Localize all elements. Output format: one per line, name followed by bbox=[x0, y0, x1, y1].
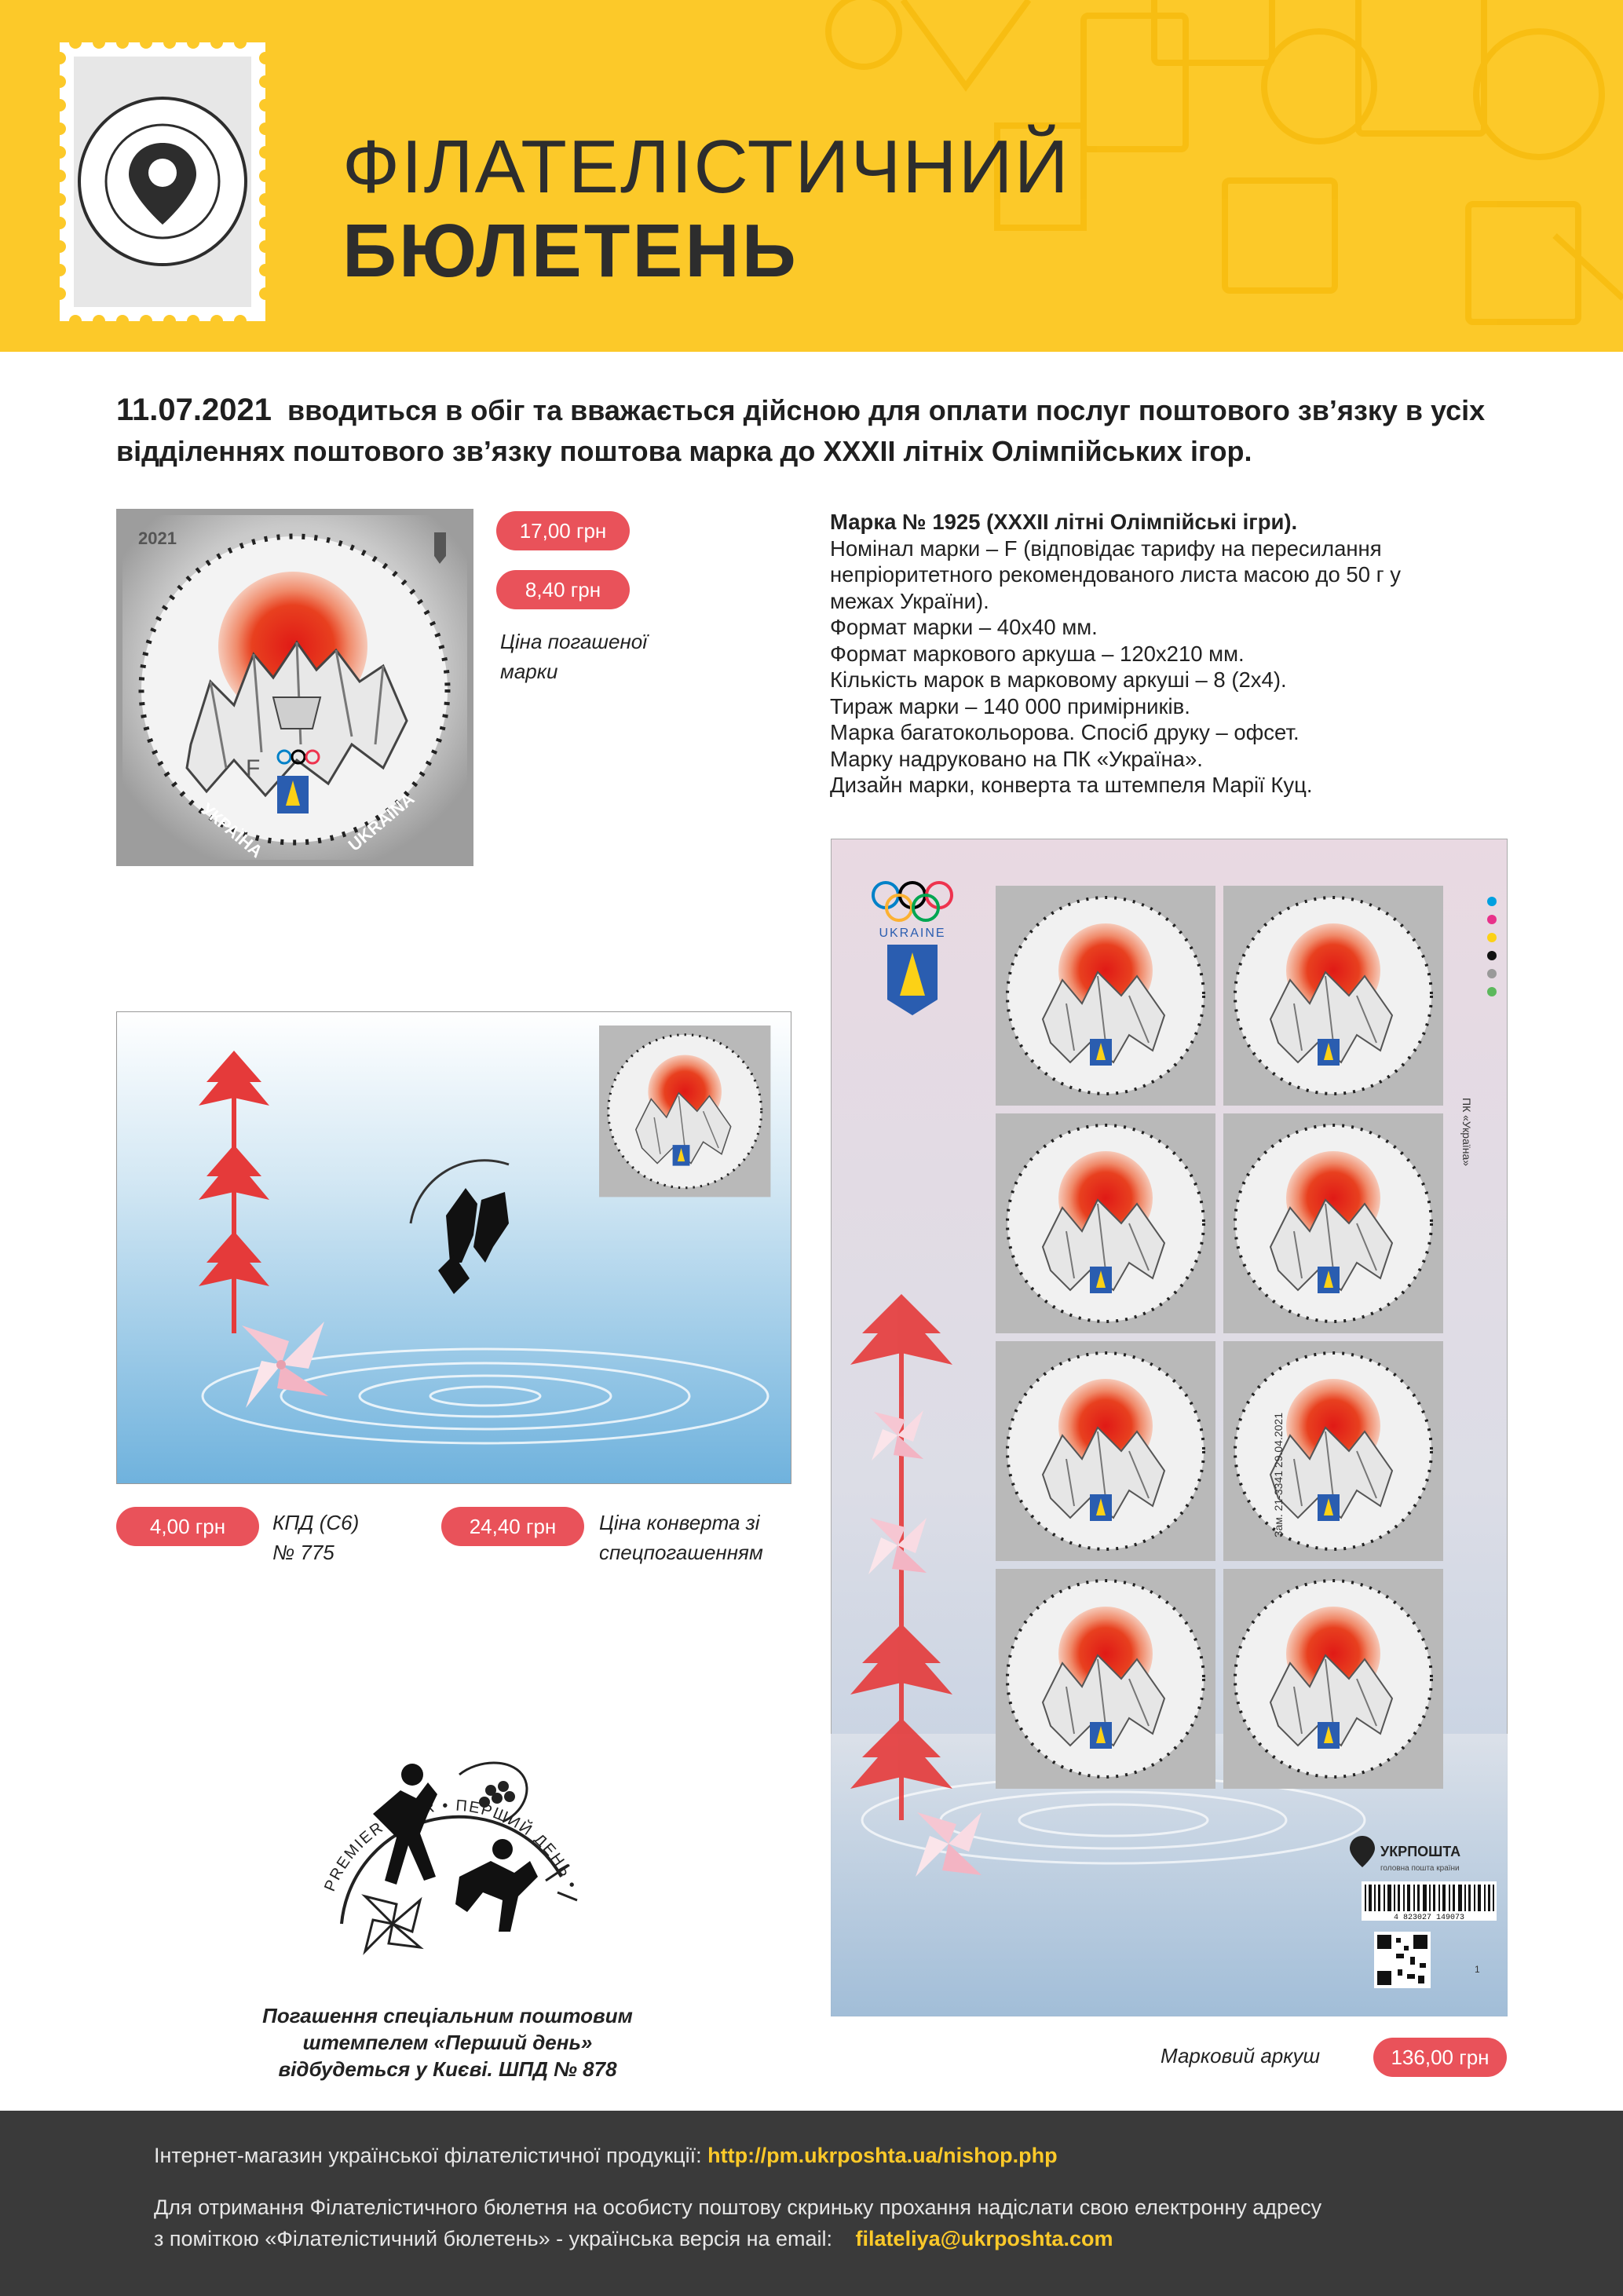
envelope-label-line1: КПД (С6) bbox=[272, 1511, 360, 1534]
sheet-side-text: ПК «Україна» bbox=[1460, 1098, 1473, 1166]
envelope-cancel-label-line1: Ціна конверта зі bbox=[599, 1511, 760, 1534]
first-day-envelope bbox=[116, 1011, 791, 1484]
sheet-brand: УКРПОШТА bbox=[1380, 1844, 1460, 1859]
cancelled-stamp-price-label: Ціна погашеної марки bbox=[500, 630, 648, 683]
footer bbox=[0, 2111, 1623, 2296]
footer-shop-line: Інтернет-магазин української філателісти… bbox=[154, 2144, 1058, 2168]
sheet-ukraine-label: UKRAINE bbox=[879, 927, 945, 940]
description-line: Марку надруковано на ПК «Україна». bbox=[830, 746, 1203, 771]
envelope-label-line2: № 775 bbox=[272, 1541, 334, 1564]
cancellation-caption-line3: відбудеться у Києві. ШПД № 878 bbox=[278, 2057, 617, 2081]
envelope-label: КПД (С6) № 775 bbox=[272, 1508, 430, 1567]
intro-text: вводиться в обіг та вважається дійсною д… bbox=[116, 394, 1486, 467]
footer-shop-label: Інтернет-магазин української філателісти… bbox=[154, 2144, 702, 2167]
description-line: Марка багатокольорова. Спосіб друку – оф… bbox=[830, 720, 1299, 744]
intro-announcement: 11.07.2021 вводиться в обіг та вважаєтьс… bbox=[116, 389, 1530, 472]
footer-subscribe-text: з поміткою «Філателістичний бюлетень» - … bbox=[154, 2227, 833, 2250]
stamp-year: 2021 bbox=[138, 528, 177, 548]
envelope-cancel-price-badge: 24,40 грн bbox=[441, 1507, 584, 1546]
description-line: Дизайн марки, конверта та штемпеля Марії… bbox=[830, 773, 1313, 797]
sheet-order-text: Зам. 21-3341 29.04.2021 bbox=[1272, 1413, 1285, 1537]
sheet-page-number: 1 bbox=[1475, 1964, 1480, 1975]
description-line: Тираж марки – 140 000 примірників. bbox=[830, 693, 1190, 718]
sheet-brand-sub: головна пошта країни bbox=[1380, 1864, 1460, 1873]
description-line: Кількість марок в марковому аркуші – 8 (… bbox=[830, 667, 1287, 692]
postage-stamps-logo bbox=[60, 42, 265, 321]
issue-date: 11.07.2021 bbox=[116, 393, 272, 427]
footer-shop-link[interactable]: http://pm.ukrposhta.ua/nishop.php bbox=[707, 2144, 1058, 2167]
cancellation-caption-line2: штемпелем «Перший день» bbox=[302, 2031, 593, 2054]
sheet-barcode-digits: 4 823027 149073 bbox=[1394, 1914, 1464, 1922]
postmark-ring-text: PREMIER JOUR • ПЕРШИЙ ДЕНЬ • КИЇВ • 0100… bbox=[310, 1696, 579, 1894]
description-line: Формат марки – 40х40 мм. bbox=[830, 615, 1098, 639]
footer-email-link[interactable]: filateliya@ukrposhta.com bbox=[855, 2227, 1113, 2250]
first-day-postmark: PREMIER JOUR • ПЕРШИЙ ДЕНЬ • КИЇВ • 0100… bbox=[310, 1696, 581, 1955]
description-line: Формат маркового аркуша – 120х210 мм. bbox=[830, 641, 1245, 666]
stamp-sheet: UKRAINE ПК «Україна» Зам. 21-3341 29.04.… bbox=[831, 839, 1508, 2016]
bulletin-title-line2: БЮЛЕТЕНЬ bbox=[342, 209, 799, 293]
description-line: непріоритетного рекомендованого листа ма… bbox=[830, 562, 1402, 587]
envelope-cancel-label-line2: спецпогашенням bbox=[599, 1541, 763, 1564]
stamp-image: F 2021 УКРАЇНА UKRAINA bbox=[116, 509, 473, 866]
description-line: Номінал марки – F (відповідає тарифу на … bbox=[830, 536, 1382, 561]
bulletin-title-line1: ФІЛАТЕЛІСТИЧНИЙ bbox=[342, 125, 1070, 209]
stamp-price-badge: 17,00 грн bbox=[496, 511, 630, 550]
sheet-label: Марковий аркуш bbox=[1161, 2044, 1321, 2067]
envelope-price-badge: 4,00 грн bbox=[116, 1507, 259, 1546]
cancelled-stamp-price-badge: 8,40 грн bbox=[496, 570, 630, 609]
cancellation-caption-line1: Погашення спеціальним поштовим bbox=[262, 2004, 633, 2027]
stamp-description: Марка № 1925 (XXXII літні Олімпійські іг… bbox=[830, 509, 1505, 799]
description-line: межах України). bbox=[830, 588, 989, 613]
stamp-denomination: F bbox=[246, 755, 260, 781]
sheet-price-badge: 136,00 грн bbox=[1373, 2038, 1507, 2077]
footer-subscribe-line2: з поміткою «Філателістичний бюлетень» - … bbox=[154, 2227, 1113, 2251]
svg-text:PREMIER JOUR • ПЕРШИЙ ДЕНЬ • К: PREMIER JOUR • ПЕРШИЙ ДЕНЬ • КИЇВ • 0100… bbox=[310, 1696, 581, 1894]
postal-pattern-decoration bbox=[825, 0, 1623, 325]
footer-subscribe-line1: Для отримання Філателістичного бюлетня н… bbox=[154, 2195, 1322, 2219]
envelope-cancel-label: Ціна конверта зі спецпогашенням bbox=[599, 1508, 803, 1567]
header-banner: ФІЛАТЕЛІСТИЧНИЙ БЮЛЕТЕНЬ bbox=[0, 0, 1623, 352]
cancellation-caption: Погашення спеціальним поштовим штемпелем… bbox=[212, 2002, 683, 2082]
stamp-description-title: Марка № 1925 (XXXII літні Олімпійські іг… bbox=[830, 510, 1298, 534]
